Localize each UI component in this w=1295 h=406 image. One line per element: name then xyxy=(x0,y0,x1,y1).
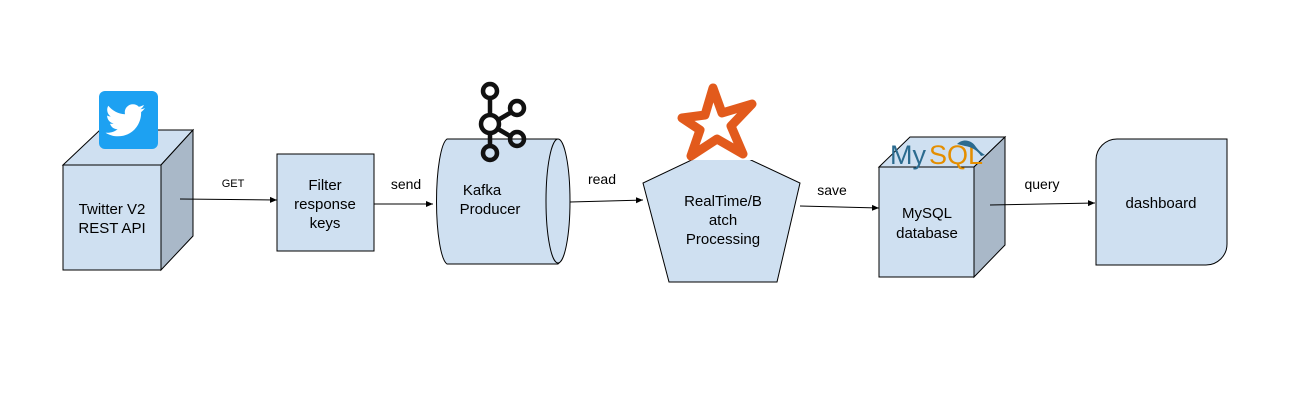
mysql-node-label-line1: MySQL xyxy=(902,205,952,222)
twitter-api-node: Twitter V2 REST API xyxy=(61,128,195,272)
processing-node-label-line3: Processing xyxy=(686,231,760,248)
edge-query-label: query xyxy=(1024,176,1059,192)
spark-star-icon xyxy=(677,83,757,161)
kafka-node-label-line2: Producer xyxy=(460,201,521,218)
mysql-logo: My SQL xyxy=(890,140,985,170)
kafka-cylinder-end xyxy=(545,138,571,264)
edge-save xyxy=(799,204,880,211)
kafka-node-label-line1: Kafka xyxy=(463,182,502,199)
filter-node-label-line1: Filter xyxy=(308,177,341,194)
twitter-node-label-line2: REST API xyxy=(78,220,145,237)
filter-node: Filter response keys xyxy=(276,153,375,252)
processing-node: RealTime/B atch Processing xyxy=(642,145,801,283)
mysql-node-label-line2: database xyxy=(896,225,958,242)
dashboard-box xyxy=(1095,138,1228,266)
filter-node-label-line2: response xyxy=(294,196,356,213)
mysql-cube-front xyxy=(878,166,975,278)
kafka-icon xyxy=(478,81,527,163)
edge-get-label: GET xyxy=(222,178,245,190)
edge-get xyxy=(179,196,278,203)
twitter-cube-front xyxy=(62,164,162,271)
dashboard-node: dashboard xyxy=(1095,138,1228,266)
edge-read-label: read xyxy=(588,171,616,187)
kafka-producer-node: Kafka Producer xyxy=(436,138,571,265)
filter-node-label-line3: keys xyxy=(310,215,341,232)
mysql-logo-sql: SQL xyxy=(929,140,983,170)
dashboard-node-label: dashboard xyxy=(1126,195,1197,212)
mysql-logo-my: My xyxy=(890,140,926,170)
twitter-bird-icon xyxy=(99,91,158,149)
edge-send-label: send xyxy=(391,176,421,192)
edge-save-label: save xyxy=(817,182,847,198)
edge-read xyxy=(569,197,644,204)
filter-box xyxy=(276,153,375,252)
processing-node-label-line2: atch xyxy=(709,212,737,229)
edge-query xyxy=(989,200,1096,207)
processing-pentagon xyxy=(642,145,801,283)
twitter-node-label-line1: Twitter V2 xyxy=(79,201,146,218)
processing-node-label-line1: RealTime/B xyxy=(684,193,762,210)
